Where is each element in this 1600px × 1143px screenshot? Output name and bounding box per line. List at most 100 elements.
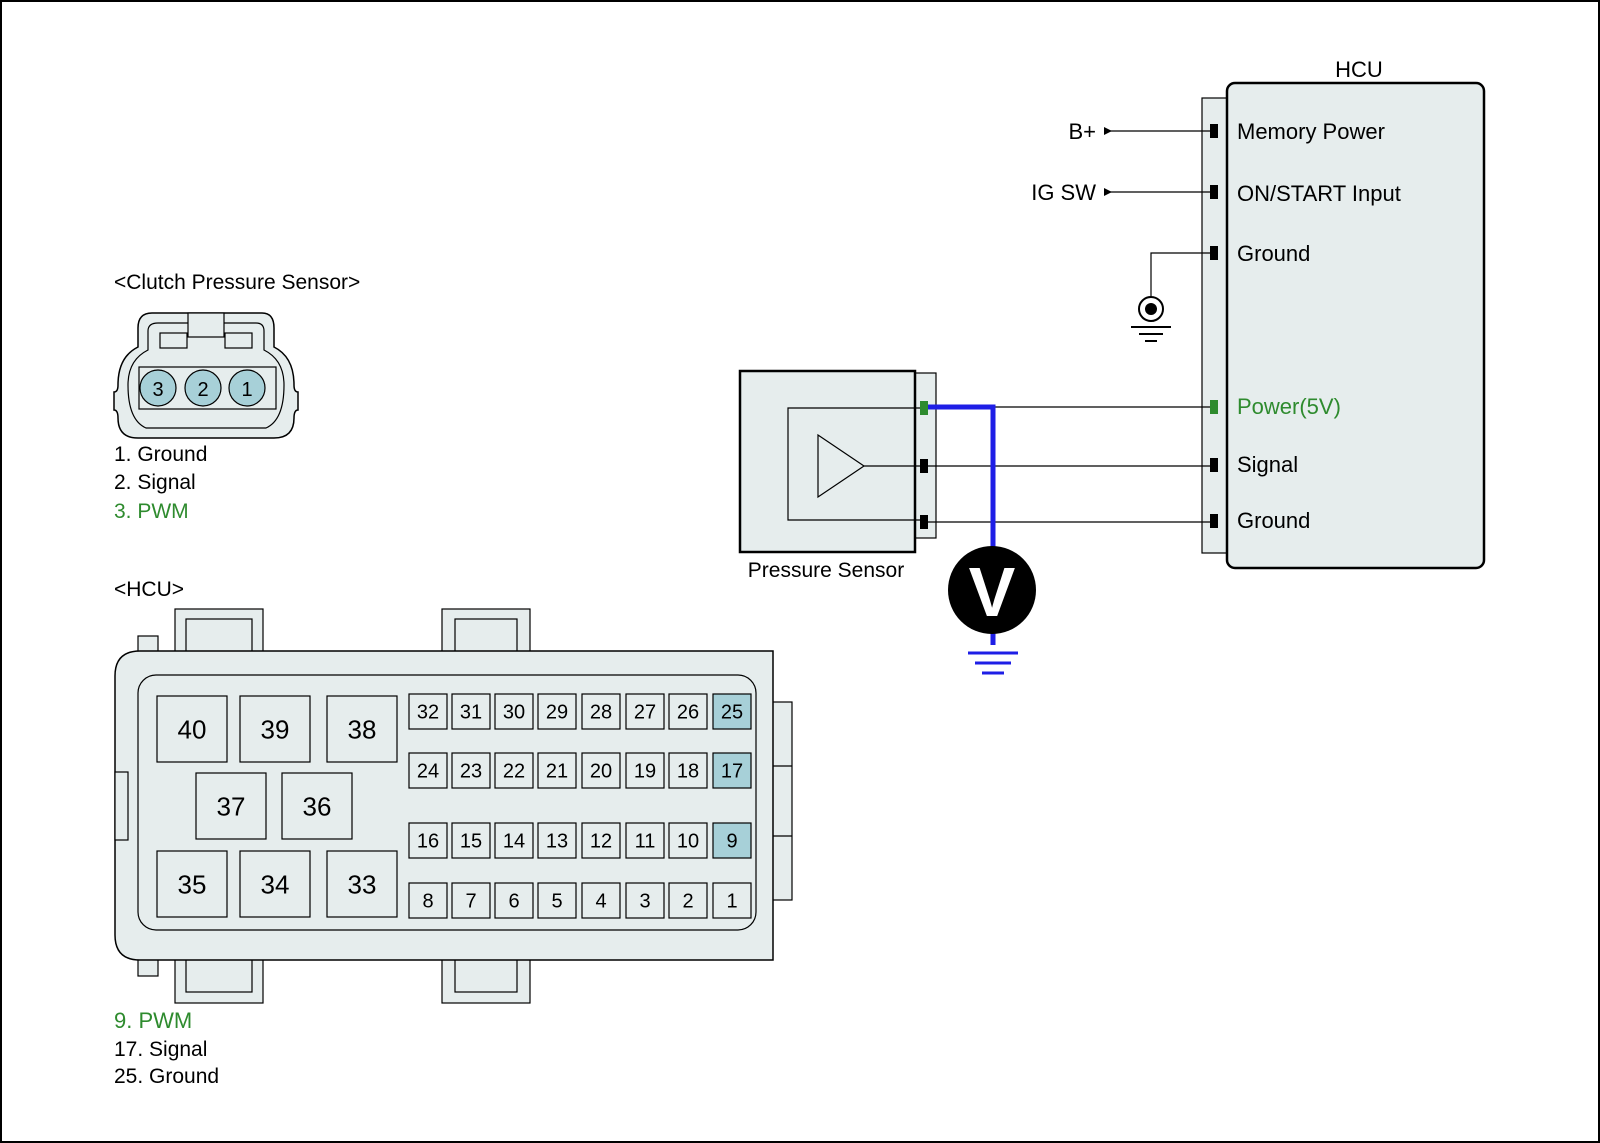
connector-pin-number: 28 xyxy=(590,702,612,724)
external-label-ig-sw: IG SW xyxy=(1031,180,1096,205)
connector-pin-number: 4 xyxy=(595,891,606,913)
connector-pin xyxy=(537,882,577,919)
clutch-connector: <Clutch Pressure Sensor> 3 2 1 1. Ground… xyxy=(113,271,360,523)
connector-pin xyxy=(581,822,621,859)
connector-pin xyxy=(451,693,491,730)
connector-pin-number: 36 xyxy=(303,791,332,821)
connector-pin xyxy=(537,693,577,730)
connector-pin-number: 30 xyxy=(503,702,525,724)
hcu-connector-title: <HCU> xyxy=(114,578,184,601)
clutch-legend-item: 1. Ground xyxy=(114,443,207,466)
connector-pin xyxy=(581,693,621,730)
connector-pin xyxy=(494,882,534,919)
clutch-legend-item: 2. Signal xyxy=(114,471,196,494)
connector-pin-number: 33 xyxy=(348,869,377,899)
connector-pin xyxy=(625,752,665,789)
connector-pin-number: 7 xyxy=(465,891,476,913)
connector-pin xyxy=(239,850,311,918)
connector-pin-highlighted xyxy=(712,752,752,789)
connector-pin-number: 17 xyxy=(721,761,743,783)
connector-pin-highlighted xyxy=(712,693,752,730)
hcu-pin-label-signal: Signal xyxy=(1237,452,1298,477)
connector-pin-number: 19 xyxy=(634,761,656,783)
clutch-pin-number: 3 xyxy=(152,379,163,401)
connector-pin-number: 37 xyxy=(217,791,246,821)
hcu-block-title: HCU xyxy=(1335,57,1383,82)
clutch-connector-title: <Clutch Pressure Sensor> xyxy=(114,271,360,294)
connector-tab xyxy=(185,618,253,655)
connector-pin-number: 12 xyxy=(590,831,612,853)
connector-pin-number: 9 xyxy=(726,831,737,853)
connector-pin xyxy=(156,695,228,763)
connector-tab xyxy=(454,957,518,993)
connector-pin xyxy=(451,822,491,859)
connector-pin xyxy=(625,822,665,859)
connector-pin-number: 25 xyxy=(721,702,743,724)
connector-pin xyxy=(408,752,448,789)
clutch-pin-number: 2 xyxy=(197,379,208,401)
hcu-terminal xyxy=(1210,185,1218,199)
hcu-legend-item: 25. Ground xyxy=(114,1065,219,1088)
connector-tab xyxy=(185,957,253,993)
connector-pin-number: 1 xyxy=(726,891,737,913)
hcu-terminal xyxy=(1210,458,1218,472)
connector-pin xyxy=(281,772,353,840)
connector-pin-number: 40 xyxy=(178,714,207,744)
connector-pin xyxy=(668,693,708,730)
connector-pin-number: 3 xyxy=(639,891,650,913)
hcu-terminal xyxy=(1210,124,1218,138)
connector-pin xyxy=(668,882,708,919)
hcu-legend-item: 9. PWM xyxy=(114,1008,192,1033)
clutch-pin xyxy=(228,369,266,407)
sensor-terminal xyxy=(920,515,928,529)
connector-pin xyxy=(494,822,534,859)
clutch-pin xyxy=(139,369,177,407)
connector-pin-number: 6 xyxy=(508,891,519,913)
clutch-legend-item: 3. PWM xyxy=(114,500,189,523)
hcu-block: HCU Memory Power ON/START Input Ground P… xyxy=(1201,57,1486,570)
connector-pin xyxy=(408,882,448,919)
connector-pin xyxy=(195,772,267,840)
external-label-b-plus: B+ xyxy=(1068,119,1096,144)
connector-pin xyxy=(326,695,398,763)
sensor-terminal xyxy=(920,401,928,415)
connector-pin-number: 14 xyxy=(503,831,525,853)
connector-pin-number: 29 xyxy=(546,702,568,724)
hcu-pin-label-memory-power: Memory Power xyxy=(1237,119,1385,144)
hcu-legend-item: 17. Signal xyxy=(114,1038,207,1061)
connector-pin xyxy=(625,882,665,919)
hcu-terminal xyxy=(1210,246,1218,260)
connector-pin xyxy=(408,822,448,859)
connector-pin xyxy=(625,693,665,730)
connector-pin xyxy=(494,693,534,730)
connector-pin xyxy=(581,752,621,789)
connector-pin-number: 20 xyxy=(590,761,612,783)
clutch-connector-latch xyxy=(159,332,188,349)
pressure-sensor-label: Pressure Sensor xyxy=(748,559,904,582)
sensor-terminal xyxy=(920,459,928,473)
connector-pin xyxy=(494,752,534,789)
connector-pin-number: 10 xyxy=(677,831,699,853)
connector-pin-number: 34 xyxy=(261,869,290,899)
connector-pin xyxy=(712,882,752,919)
connector-pin xyxy=(408,693,448,730)
connector-pin-number: 2 xyxy=(682,891,693,913)
clutch-pin-number: 1 xyxy=(241,379,252,401)
connector-pin-number: 15 xyxy=(460,831,482,853)
hcu-terminal xyxy=(1210,400,1218,414)
connector-left-rib xyxy=(114,771,129,841)
connector-pin-number: 27 xyxy=(634,702,656,724)
connector-pin-highlighted xyxy=(712,822,752,859)
connector-pin xyxy=(668,752,708,789)
pressure-sensor: Pressure Sensor xyxy=(738,369,937,582)
connector-pin-number: 16 xyxy=(417,831,439,853)
connector-pin-number: 23 xyxy=(460,761,482,783)
connector-pin xyxy=(668,822,708,859)
hcu-body xyxy=(1225,81,1486,570)
connector-pin xyxy=(451,882,491,919)
connector-pin-number: 13 xyxy=(546,831,568,853)
